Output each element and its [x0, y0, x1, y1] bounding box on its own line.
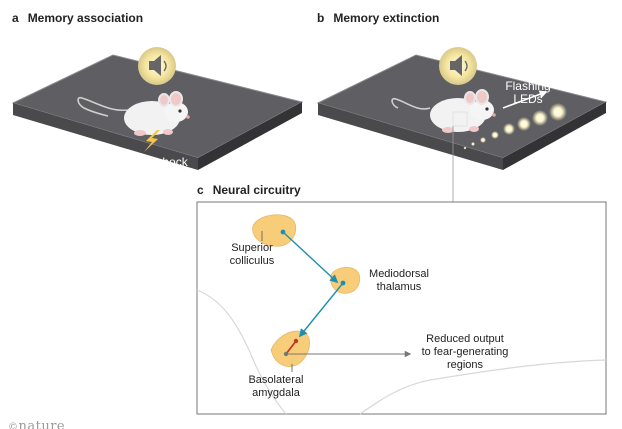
- superior-colliculus-region: [252, 214, 297, 247]
- inhibition-node: [293, 338, 299, 344]
- brain-outline-lower: [359, 359, 607, 415]
- speaker-icon: [138, 47, 176, 85]
- panel-b-title: b Memory extinction: [317, 11, 439, 25]
- panel-a-title: a Memory association: [12, 11, 143, 25]
- panel-c-title: c Neural circuitry: [197, 183, 301, 197]
- colliculus-to-thalamus-arrow: [282, 231, 339, 284]
- mouse-b: [391, 89, 496, 133]
- foot-shock-label: Foot shock: [129, 155, 188, 169]
- pathway-node: [340, 280, 346, 286]
- panel-title-text: Neural circuitry: [212, 183, 301, 197]
- led-lights: [463, 103, 567, 150]
- panel-letter: c: [197, 183, 204, 197]
- zoom-box: [452, 111, 468, 127]
- superior-colliculus-label: Superior colliculus: [229, 242, 275, 267]
- brain-outline: [196, 289, 287, 415]
- mediodorsal-thalamus-region: [330, 266, 361, 294]
- mouse-a: [77, 91, 190, 136]
- panel-title-text: Memory extinction: [333, 11, 440, 25]
- thalamus-to-amygdala-arrow: [298, 282, 344, 338]
- basolateral-amygdala-label: Basolateral amygdala: [248, 374, 304, 399]
- inhibition-mark: [285, 340, 297, 355]
- led-arrow: [502, 90, 548, 109]
- nature-logo: ©nature: [8, 419, 66, 429]
- panel-letter: a: [12, 11, 19, 25]
- lightning-icon: [144, 130, 160, 152]
- speaker-icon: [439, 47, 477, 85]
- flashing-leds-label: Flashing LEDs: [505, 79, 551, 106]
- reduced-output-label: Reduced output to fear-generating region…: [421, 333, 509, 371]
- mediodorsal-thalamus-label: Mediodorsal thalamus: [369, 268, 429, 293]
- pathway-node: [280, 229, 286, 235]
- panel-letter: b: [317, 11, 325, 25]
- panel-title-text: Memory association: [27, 11, 144, 25]
- output-node: [283, 351, 289, 357]
